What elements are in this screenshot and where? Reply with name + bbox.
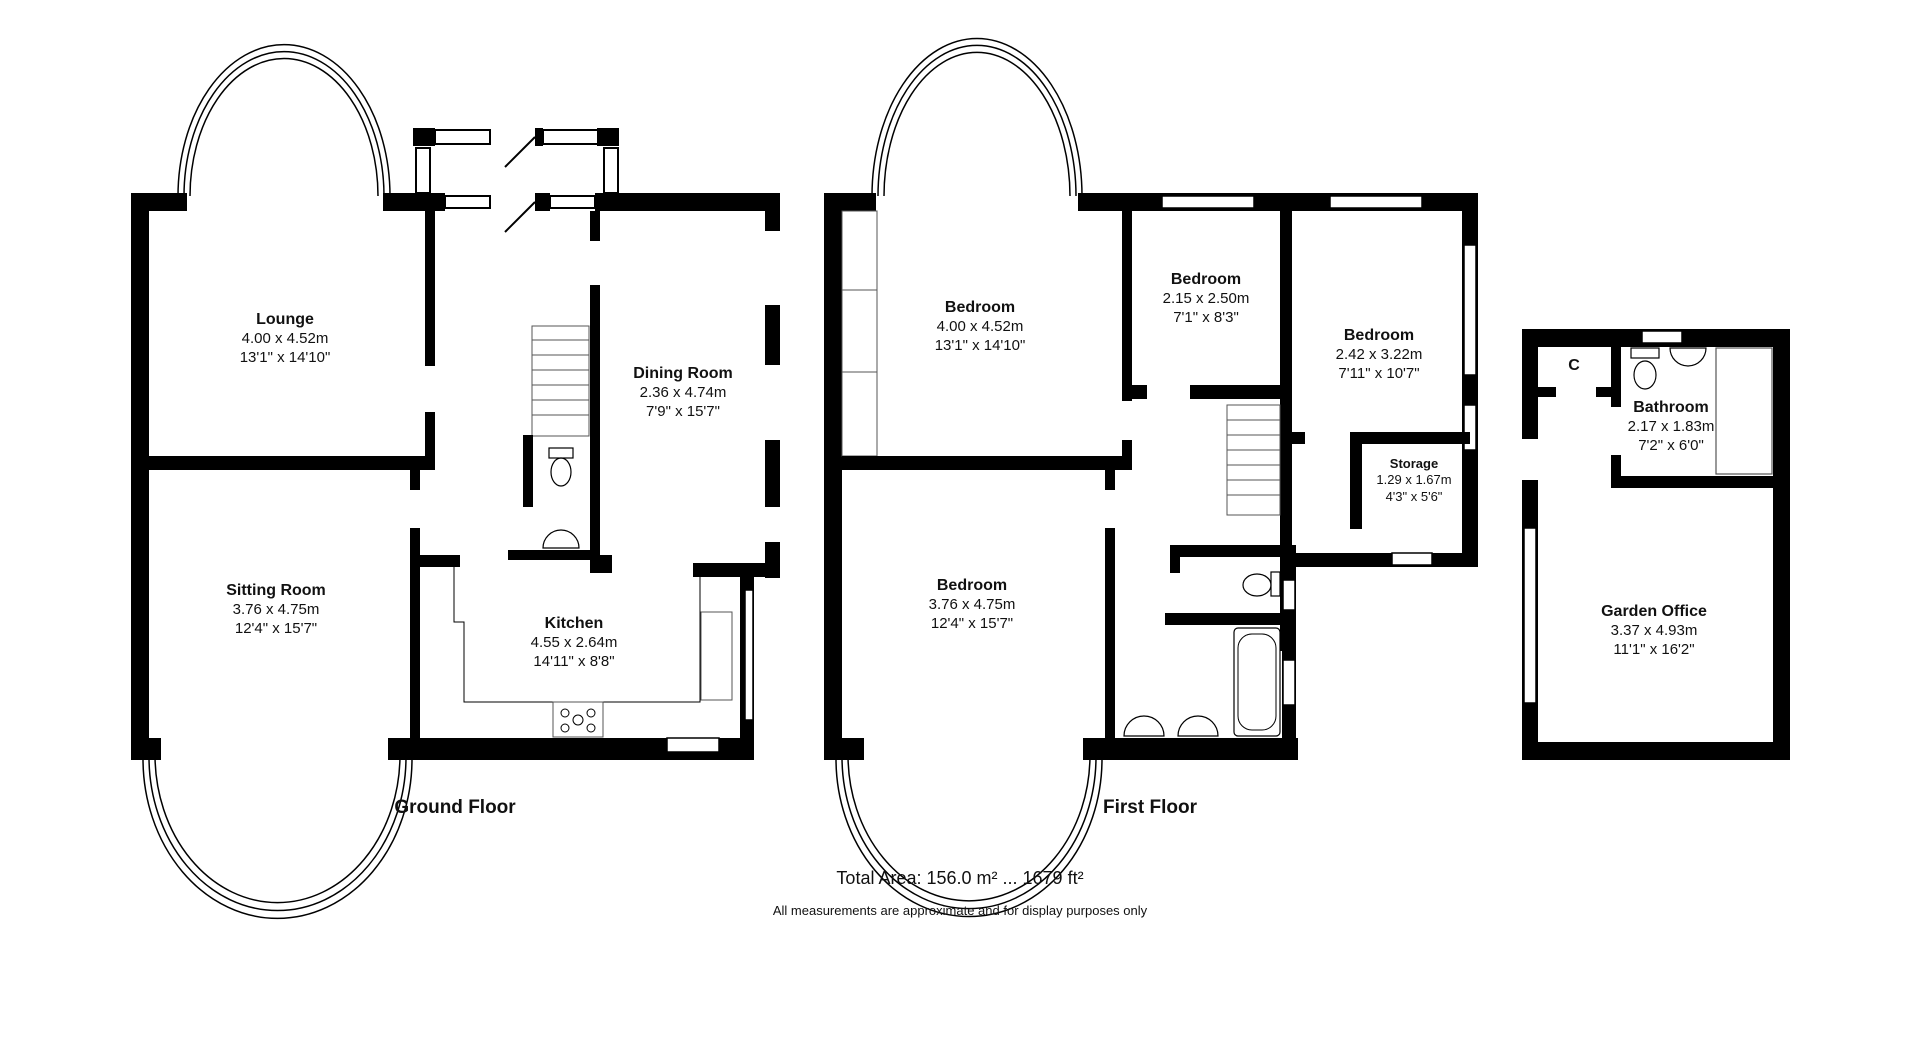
room-name: Bedroom xyxy=(944,299,1016,316)
room-label-lounge: Lounge 4.00 x 4.52m 13'1" x 14'10" xyxy=(240,310,331,368)
room-metric: 3.76 x 4.75m xyxy=(928,596,1016,613)
first-floor-plan xyxy=(824,37,1478,918)
garden-office-plan xyxy=(1522,329,1790,760)
room-label-sitting-room: Sitting Room 3.76 x 4.75m 12'4" x 15'7" xyxy=(226,581,326,639)
room-imperial: 7'11" x 10'7" xyxy=(1338,364,1420,382)
room-metric: 4.55 x 2.64m xyxy=(530,634,618,651)
room-metric: 4.00 x 4.52m xyxy=(936,318,1024,335)
room-metric: 1.29 x 1.67m xyxy=(1376,472,1452,488)
room-imperial: 13'1" x 14'10" xyxy=(239,348,331,366)
room-imperial: 14'11" x 8'8" xyxy=(533,652,615,670)
room-name: Lounge xyxy=(256,311,314,328)
room-imperial: 11'1" x 16'2" xyxy=(1613,640,1695,658)
room-imperial: 7'9" x 15'7" xyxy=(646,402,720,420)
room-label-bedroom-2: Bedroom 2.15 x 2.50m 7'1" x 8'3" xyxy=(1163,270,1250,328)
room-metric: 3.76 x 4.75m xyxy=(232,601,320,618)
total-area: Total Area: 156.0 m² ... 1679 ft² xyxy=(836,868,1084,888)
room-label-cupboard: C xyxy=(1568,356,1580,376)
room-label-garden-office: Garden Office 3.37 x 4.93m 11'1" x 16'2" xyxy=(1601,602,1707,660)
room-metric: 2.36 x 4.74m xyxy=(639,384,727,401)
floor-title-first: First Floor xyxy=(1103,797,1197,818)
room-label-bedroom-3: Bedroom 2.42 x 3.22m 7'11" x 10'7" xyxy=(1336,326,1423,384)
room-name: Bedroom xyxy=(936,577,1008,594)
room-metric: 4.00 x 4.52m xyxy=(241,330,329,347)
room-imperial: 7'1" x 8'3" xyxy=(1173,308,1239,326)
room-metric: 3.37 x 4.93m xyxy=(1610,622,1698,639)
room-label-storage: Storage 1.29 x 1.67m 4'3" x 5'6" xyxy=(1376,456,1451,505)
room-name: Storage xyxy=(1389,456,1439,471)
room-metric: 2.15 x 2.50m xyxy=(1162,290,1250,307)
room-name: Bedroom xyxy=(1343,327,1415,344)
room-name: Bedroom xyxy=(1170,271,1242,288)
room-imperial: 4'3" x 5'6" xyxy=(1385,488,1443,504)
room-name: Bathroom xyxy=(1633,399,1709,416)
room-name: Garden Office xyxy=(1601,603,1707,620)
room-name: Dining Room xyxy=(633,365,733,382)
floor-title-ground: Ground Floor xyxy=(394,797,516,818)
room-label-bedroom-4: Bedroom 3.76 x 4.75m 12'4" x 15'7" xyxy=(929,576,1016,634)
room-imperial: 13'1" x 14'10" xyxy=(934,336,1026,354)
room-name: Sitting Room xyxy=(226,582,326,599)
disclaimer: All measurements are approximate and for… xyxy=(772,903,1148,918)
room-imperial: 12'4" x 15'7" xyxy=(930,614,1014,632)
room-metric: 2.17 x 1.83m xyxy=(1627,418,1715,435)
room-name: C xyxy=(1568,357,1580,374)
room-label-dining-room: Dining Room 2.36 x 4.74m 7'9" x 15'7" xyxy=(633,364,733,422)
room-label-kitchen: Kitchen 4.55 x 2.64m 14'11" x 8'8" xyxy=(531,614,618,672)
room-metric: 2.42 x 3.22m xyxy=(1335,346,1423,363)
room-imperial: 12'4" x 15'7" xyxy=(234,619,318,637)
ground-floor-plan xyxy=(131,43,780,920)
room-label-bathroom: Bathroom 2.17 x 1.83m 7'2" x 6'0" xyxy=(1628,398,1715,456)
room-imperial: 7'2" x 6'0" xyxy=(1638,436,1704,454)
room-label-bedroom-1: Bedroom 4.00 x 4.52m 13'1" x 14'10" xyxy=(935,298,1026,356)
room-name: Kitchen xyxy=(544,615,604,632)
